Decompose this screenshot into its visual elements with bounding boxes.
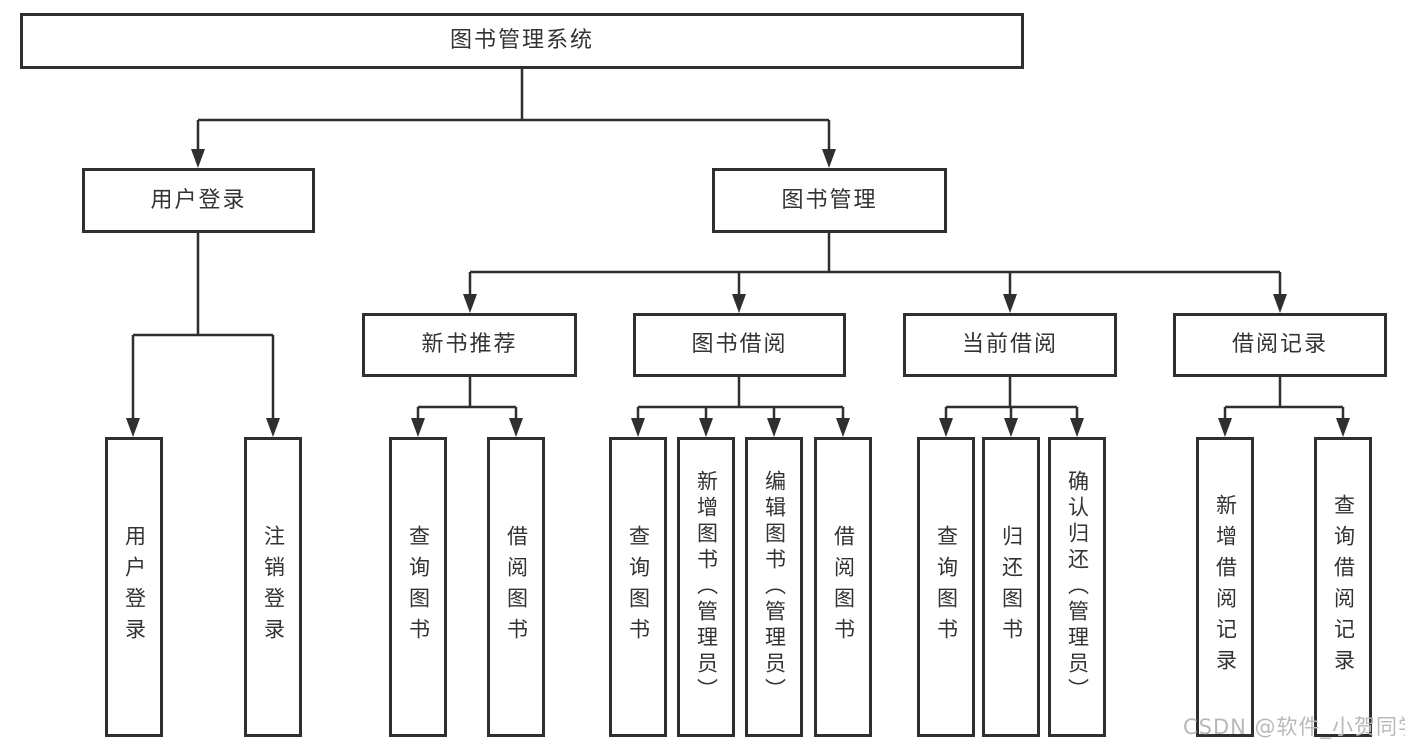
- arrow-icon: [1336, 418, 1350, 437]
- connector-current-branch: [944, 377, 1079, 420]
- arrow-icon: [1273, 294, 1287, 313]
- node-root-system: 图书管理系统: [20, 13, 1024, 69]
- node-book-management: 图书管理: [712, 168, 947, 233]
- node-new-book-recommend: 新书推荐: [362, 313, 577, 377]
- node-book-borrow: 图书借阅: [633, 313, 846, 377]
- arrow-icon: [939, 418, 953, 437]
- arrow-icon: [732, 294, 746, 313]
- arrowheads: [126, 149, 1350, 437]
- leaf-add-books-admin: 新增图书（管理员）: [677, 437, 735, 737]
- leaf-borrow-books: 借阅图书: [814, 437, 872, 737]
- connector-recommend-branch: [416, 377, 518, 420]
- leaf-return-books: 归还图书: [982, 437, 1040, 737]
- node-borrow-records: 借阅记录: [1173, 313, 1387, 377]
- leaf-recommend-borrow-books: 借阅图书: [487, 437, 545, 737]
- leaf-confirm-return-admin: 确认归还（管理员）: [1048, 437, 1106, 737]
- arrow-icon: [699, 418, 713, 437]
- leaf-current-query-books: 查询图书: [917, 437, 975, 737]
- arrow-icon: [1003, 294, 1017, 313]
- connector-borrow-branch: [636, 377, 845, 420]
- connector-records-branch: [1223, 377, 1345, 420]
- node-current-borrow: 当前借阅: [903, 313, 1117, 377]
- arrow-icon: [1218, 418, 1232, 437]
- arrow-icon: [411, 418, 425, 437]
- leaf-logout: 注销登录: [244, 437, 302, 737]
- connector-login-branch: [131, 233, 275, 420]
- arrow-icon: [767, 418, 781, 437]
- connector-root-to-level2: [196, 69, 831, 150]
- node-user-login: 用户登录: [82, 168, 315, 233]
- leaf-query-borrow-record: 查询借阅记录: [1314, 437, 1372, 737]
- arrow-icon: [631, 418, 645, 437]
- leaf-add-borrow-record: 新增借阅记录: [1196, 437, 1254, 737]
- arrow-icon: [266, 418, 280, 437]
- arrow-icon: [126, 418, 140, 437]
- leaf-recommend-query-books: 查询图书: [389, 437, 447, 737]
- arrow-icon: [1070, 418, 1084, 437]
- arrow-icon: [836, 418, 850, 437]
- arrow-icon: [1004, 418, 1018, 437]
- connector-lines: [131, 69, 1345, 420]
- leaf-edit-books-admin: 编辑图书（管理员）: [745, 437, 803, 737]
- arrow-icon: [191, 149, 205, 168]
- leaf-borrow-query-books: 查询图书: [609, 437, 667, 737]
- arrow-icon: [822, 149, 836, 168]
- leaf-user-login: 用户登录: [105, 437, 163, 737]
- watermark: CSDN @软件_小贺同学: [1183, 715, 1405, 739]
- arrow-icon: [509, 418, 523, 437]
- connector-management-branch: [468, 233, 1282, 296]
- arrow-icon: [463, 294, 477, 313]
